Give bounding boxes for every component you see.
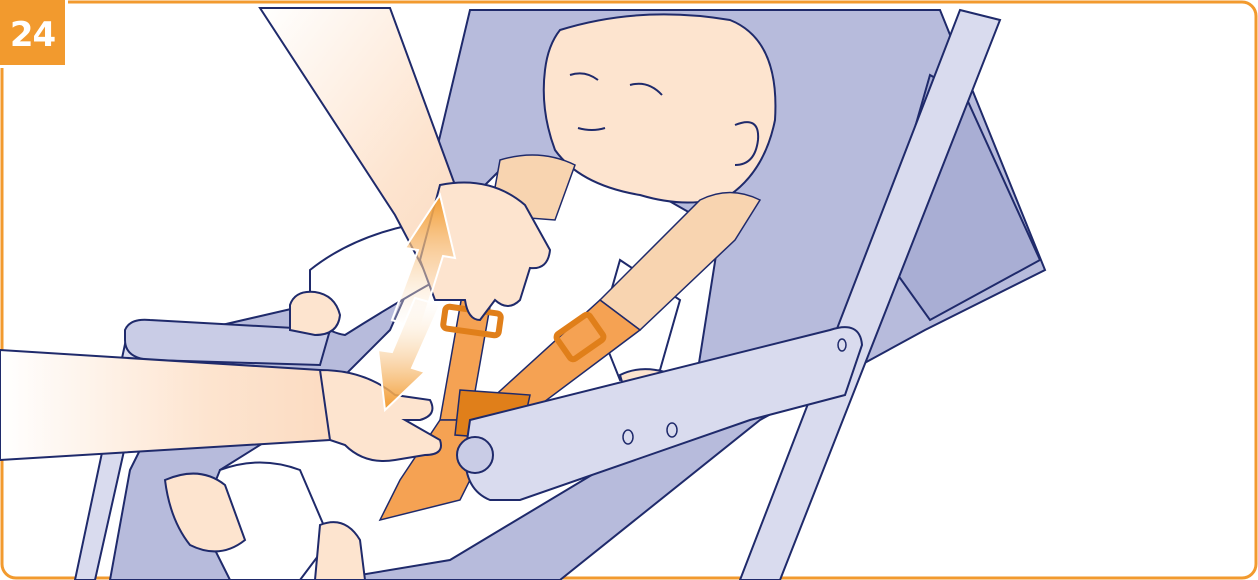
armrest-knob [457, 437, 493, 473]
step-number-badge: 24 [0, 0, 68, 68]
